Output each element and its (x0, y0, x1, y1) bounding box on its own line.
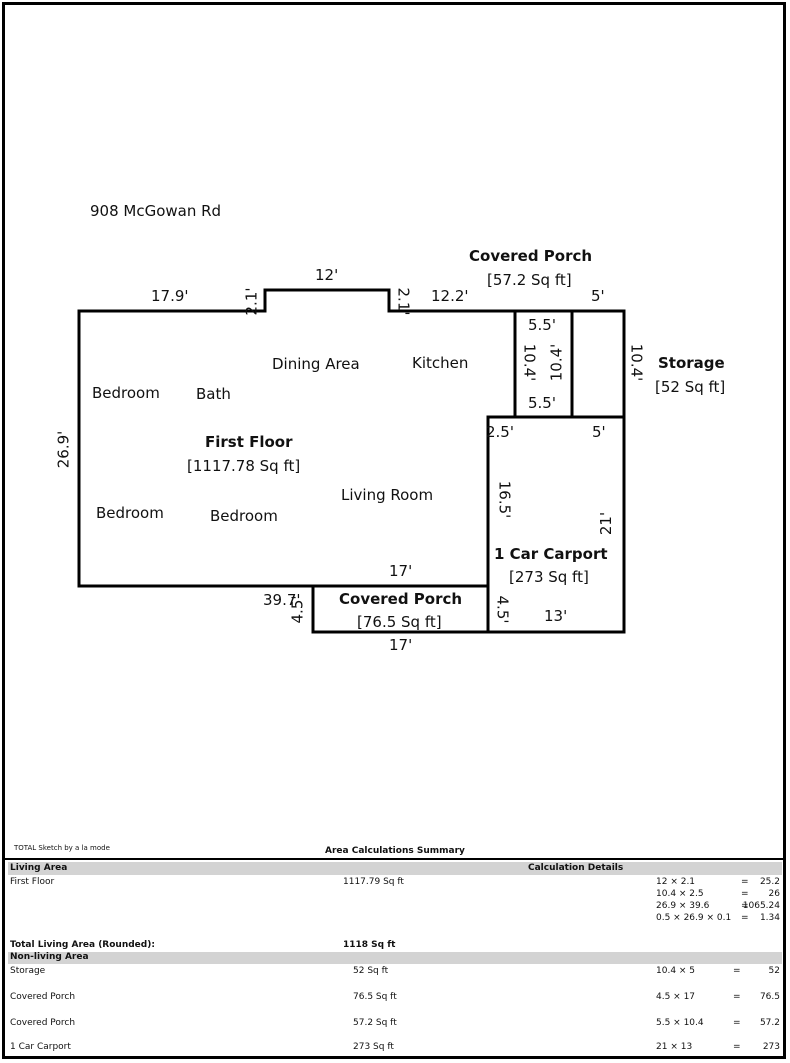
nonliving-header: Non-living Area (10, 952, 89, 962)
nonliving-row: 1 Car Carport 273 Sq ft 21 × 13 = 273 (8, 1042, 782, 1054)
room-bedroom-2: Bedroom (96, 504, 164, 522)
calc-expression: 0.5 × 26.9 × 0.1 (656, 913, 732, 923)
address: 908 McGowan Rd (90, 202, 222, 220)
calc-details-header: Calculation Details (528, 863, 624, 873)
nonliving-value: 52 (768, 966, 780, 976)
first-floor-outline (77, 288, 626, 588)
nonliving-equals: = (733, 1018, 741, 1028)
carport-outline (486, 415, 626, 634)
nonliving-area: 52 Sq ft (353, 966, 389, 976)
room-dining: Dining Area (272, 355, 360, 373)
nonliving-expression: 5.5 × 10.4 (656, 1018, 704, 1028)
calc-equals: = (741, 913, 749, 923)
nonliving-area: 57.2 Sq ft (353, 1018, 397, 1028)
dim-16-5: 16.5' (495, 480, 514, 519)
dim-10-4-a: 10.4' (520, 343, 539, 382)
nonliving-value: 273 (762, 1042, 780, 1052)
nonliving-header-row: Non-living Area (8, 952, 782, 964)
dim-4-5-b: 4.5' (493, 595, 512, 624)
dim-12: 12' (315, 266, 339, 284)
total-row: Total Living Area (Rounded): 1118 Sq ft (8, 940, 782, 952)
covered-porch-top-area: [57.2 Sq ft] (487, 271, 572, 289)
carport-area: [273 Sq ft] (509, 568, 589, 586)
nonliving-area: 76.5 Sq ft (353, 992, 397, 1002)
dim-17-a: 17' (389, 562, 413, 580)
dim-2-5: 2.5' (486, 423, 514, 441)
dim-12-2: 12.2' (431, 287, 469, 305)
calc-equals: = (741, 901, 749, 911)
nonliving-area: 273 Sq ft (353, 1042, 394, 1052)
nonliving-equals: = (733, 992, 741, 1002)
nonliving-name: Covered Porch (10, 1018, 76, 1028)
room-bedroom-1: Bedroom (92, 384, 160, 402)
summary-top-rule (5, 858, 785, 860)
dim-5-5-a: 5.5' (528, 316, 556, 334)
bottom-porch-outline (311, 584, 490, 634)
covered-porch-bottom-label: Covered Porch (339, 590, 463, 608)
nonliving-expression: 21 × 13 (656, 1042, 693, 1052)
nonliving-expression: 4.5 × 17 (656, 992, 696, 1002)
calc-equals: = (741, 889, 749, 899)
nonliving-name: Storage (10, 966, 46, 976)
total-label: Total Living Area (Rounded): (10, 940, 155, 950)
dim-10-4-b: 10.4' (547, 343, 566, 382)
dim-5-top: 5' (591, 287, 605, 305)
dim-10-4-c: 10.4' (627, 343, 646, 382)
room-bedroom-3: Bedroom (210, 507, 278, 525)
calc-equals: = (741, 877, 749, 887)
dim-26-9: 26.9' (54, 430, 73, 469)
dim-2-1-a: 2.1' (242, 287, 261, 316)
first-floor-area-value: 1117.79 Sq ft (343, 877, 404, 887)
calc-expression: 26.9 × 39.6 (656, 901, 710, 911)
dim-2-1-b: 2.1' (394, 287, 413, 316)
dim-39-7: 39.7' (263, 591, 301, 609)
dim-17-9: 17.9' (151, 287, 189, 305)
living-area-header: Living Area (10, 863, 68, 873)
living-area-header-row: Living Area Calculation Details (8, 862, 782, 875)
calc-value: 26 (768, 889, 780, 899)
calc-value: 1.34 (759, 913, 780, 923)
calc-value: 25.2 (759, 877, 780, 887)
room-living: Living Room (341, 486, 434, 504)
calc-expression: 10.4 × 2.5 (656, 889, 704, 899)
nonliving-value: 57.2 (759, 1018, 780, 1028)
storage-area: [52 Sq ft] (655, 378, 726, 396)
sketch-credit: TOTAL Sketch by a la mode (14, 844, 110, 852)
nonliving-row: Covered Porch 76.5 Sq ft 4.5 × 17 = 76.5 (8, 992, 782, 1004)
first-floor-row: First Floor 1117.79 Sq ft 12 × 2.1 = 25.2 1… (8, 878, 782, 930)
room-bath: Bath (196, 385, 231, 403)
first-floor-name: First Floor (10, 877, 55, 887)
nonliving-value: 76.5 (759, 992, 780, 1002)
summary-title: Area Calculations Summary (325, 846, 465, 856)
carport-label: 1 Car Carport (494, 545, 608, 563)
dim-17-b: 17' (389, 636, 413, 654)
covered-porch-top-label: Covered Porch (469, 247, 593, 265)
room-kitchen: Kitchen (412, 354, 469, 372)
nonliving-name: Covered Porch (10, 992, 76, 1002)
nonliving-row: Covered Porch 57.2 Sq ft 5.5 × 10.4 = 57.2 (8, 1018, 782, 1030)
first-floor-area: [1117.78 Sq ft] (187, 457, 301, 475)
dim-5-mid: 5' (592, 423, 606, 441)
nonliving-equals: = (733, 966, 741, 976)
dim-5-5-b: 5.5' (528, 394, 556, 412)
nonliving-row: Storage 52 Sq ft 10.4 × 5 = 52 (8, 966, 782, 978)
first-floor-label: First Floor (205, 433, 293, 451)
nonliving-equals: = (733, 1042, 741, 1052)
storage-label: Storage (658, 354, 725, 372)
total-value: 1118 Sq ft (343, 940, 396, 950)
dim-21: 21' (597, 511, 616, 536)
dim-4-5-a: 4.5' (288, 595, 307, 624)
nonliving-name: 1 Car Carport (10, 1042, 71, 1052)
nonliving-expression: 10.4 × 5 (656, 966, 696, 976)
dim-13: 13' (544, 607, 568, 625)
covered-porch-bottom-area: [76.5 Sq ft] (357, 613, 442, 631)
calc-expression: 12 × 2.1 (656, 877, 696, 887)
calc-value: 1065.24 (742, 901, 780, 911)
